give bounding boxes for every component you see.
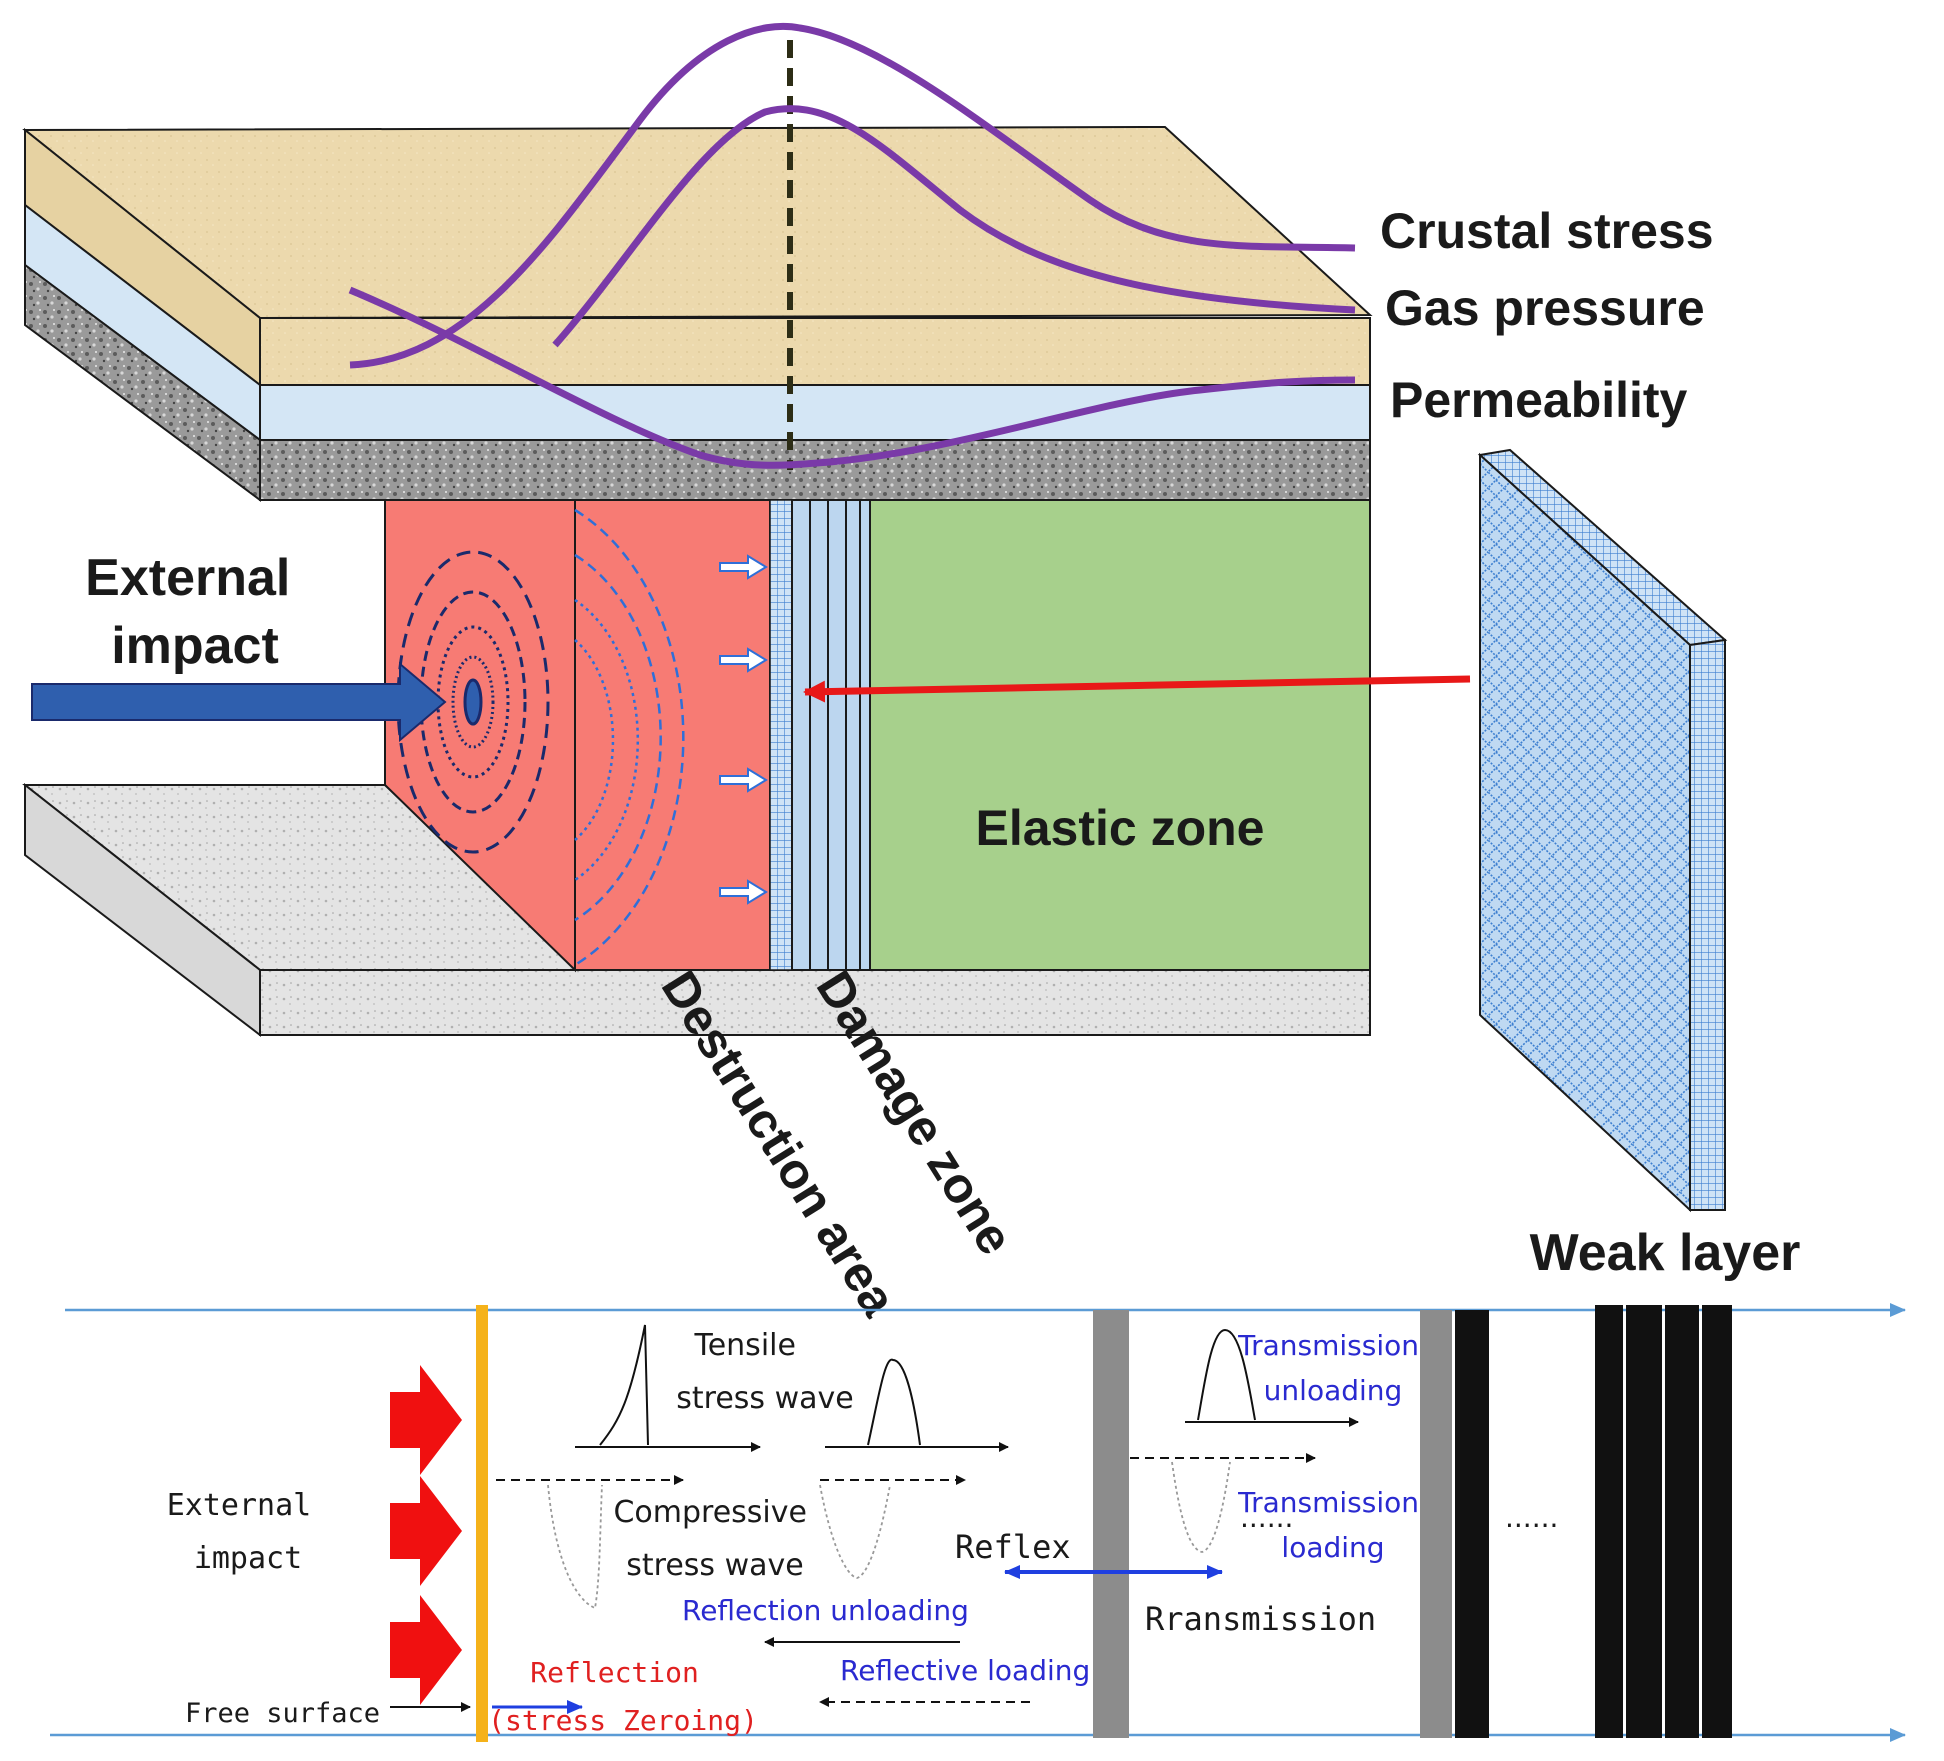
coal-seam [384, 499, 1371, 973]
wave-diagram: External impact Tensile stress wave Comp… [50, 1303, 1906, 1742]
floor-strata [22, 782, 1371, 1038]
destruction-wave-fronts [574, 508, 685, 967]
tensile-wave-shape-2 [867, 1358, 921, 1446]
external-impact-label-bottom: External impact [167, 1488, 330, 1576]
permeability-label: Permeability [1390, 372, 1688, 428]
gas-layer-front-face [259, 384, 1371, 441]
rransmission-label: Rransmission [1145, 1600, 1376, 1638]
interface-bar-black-1 [1455, 1310, 1489, 1738]
transmission-wave-shape [1197, 1328, 1256, 1421]
permeability-curve [348, 286, 1356, 469]
compressive-wave-trough-2 [819, 1484, 891, 1579]
weak-layer-plate [1477, 448, 1728, 1213]
ellipsis-transmission: ...... [1240, 1501, 1293, 1534]
external-impact-label-top: External impact [85, 549, 305, 675]
impact-arrows [390, 1365, 462, 1705]
rock-layer-front-face [259, 439, 1371, 501]
gas-pressure-curve [552, 105, 1356, 348]
transmission-loading-label: Transmission loading [1237, 1486, 1428, 1564]
interface-bar-gray-2 [1420, 1310, 1452, 1738]
floor-front-face [259, 969, 1371, 1036]
external-impact-arrow [31, 661, 447, 743]
weak-layer-influence-arrow [803, 675, 1471, 703]
tensile-wave-shape-1 [599, 1324, 649, 1446]
impact-source-point [463, 678, 483, 726]
damage-zone-grid [769, 499, 793, 971]
reflection-stress-zeroing-label: Reflection (stress Zeroing) [488, 1656, 758, 1737]
tensile-stress-wave-label: Tensile stress wave [676, 1328, 853, 1416]
reflection-unloading-label: Reflection unloading [682, 1594, 969, 1627]
elastic-zone [869, 499, 1371, 971]
free-surface-label: Free surface [185, 1698, 380, 1729]
weak-layer-label: Weak layer [1530, 1224, 1801, 1282]
damage-zone [791, 499, 871, 971]
ellipsis-weak-layer: ...... [1505, 1501, 1558, 1534]
crustal-stress-curve [349, 22, 1356, 369]
gas-pressure-label: Gas pressure [1385, 280, 1705, 336]
transmission-loading-trough [1171, 1461, 1231, 1553]
weak-layer-bars [1595, 1305, 1732, 1738]
roof-strata [22, 125, 1373, 502]
reflex-label: Reflex [955, 1528, 1071, 1566]
transmission-unloading-label: Transmission unloading [1237, 1329, 1428, 1407]
sandstone-front-face [259, 317, 1371, 386]
crustal-stress-label: Crustal stress [1380, 203, 1714, 259]
elastic-zone-label: Elastic zone [976, 800, 1265, 856]
wave-propagation-arrows [719, 554, 768, 905]
reflective-loading-label: Reflective loading [840, 1654, 1090, 1687]
free-surface-bar [476, 1305, 488, 1742]
interface-bar-gray-1 [1093, 1310, 1129, 1738]
compressive-wave-trough-1 [547, 1484, 603, 1610]
compressive-stress-wave-label: Compressive stress wave [613, 1495, 816, 1583]
